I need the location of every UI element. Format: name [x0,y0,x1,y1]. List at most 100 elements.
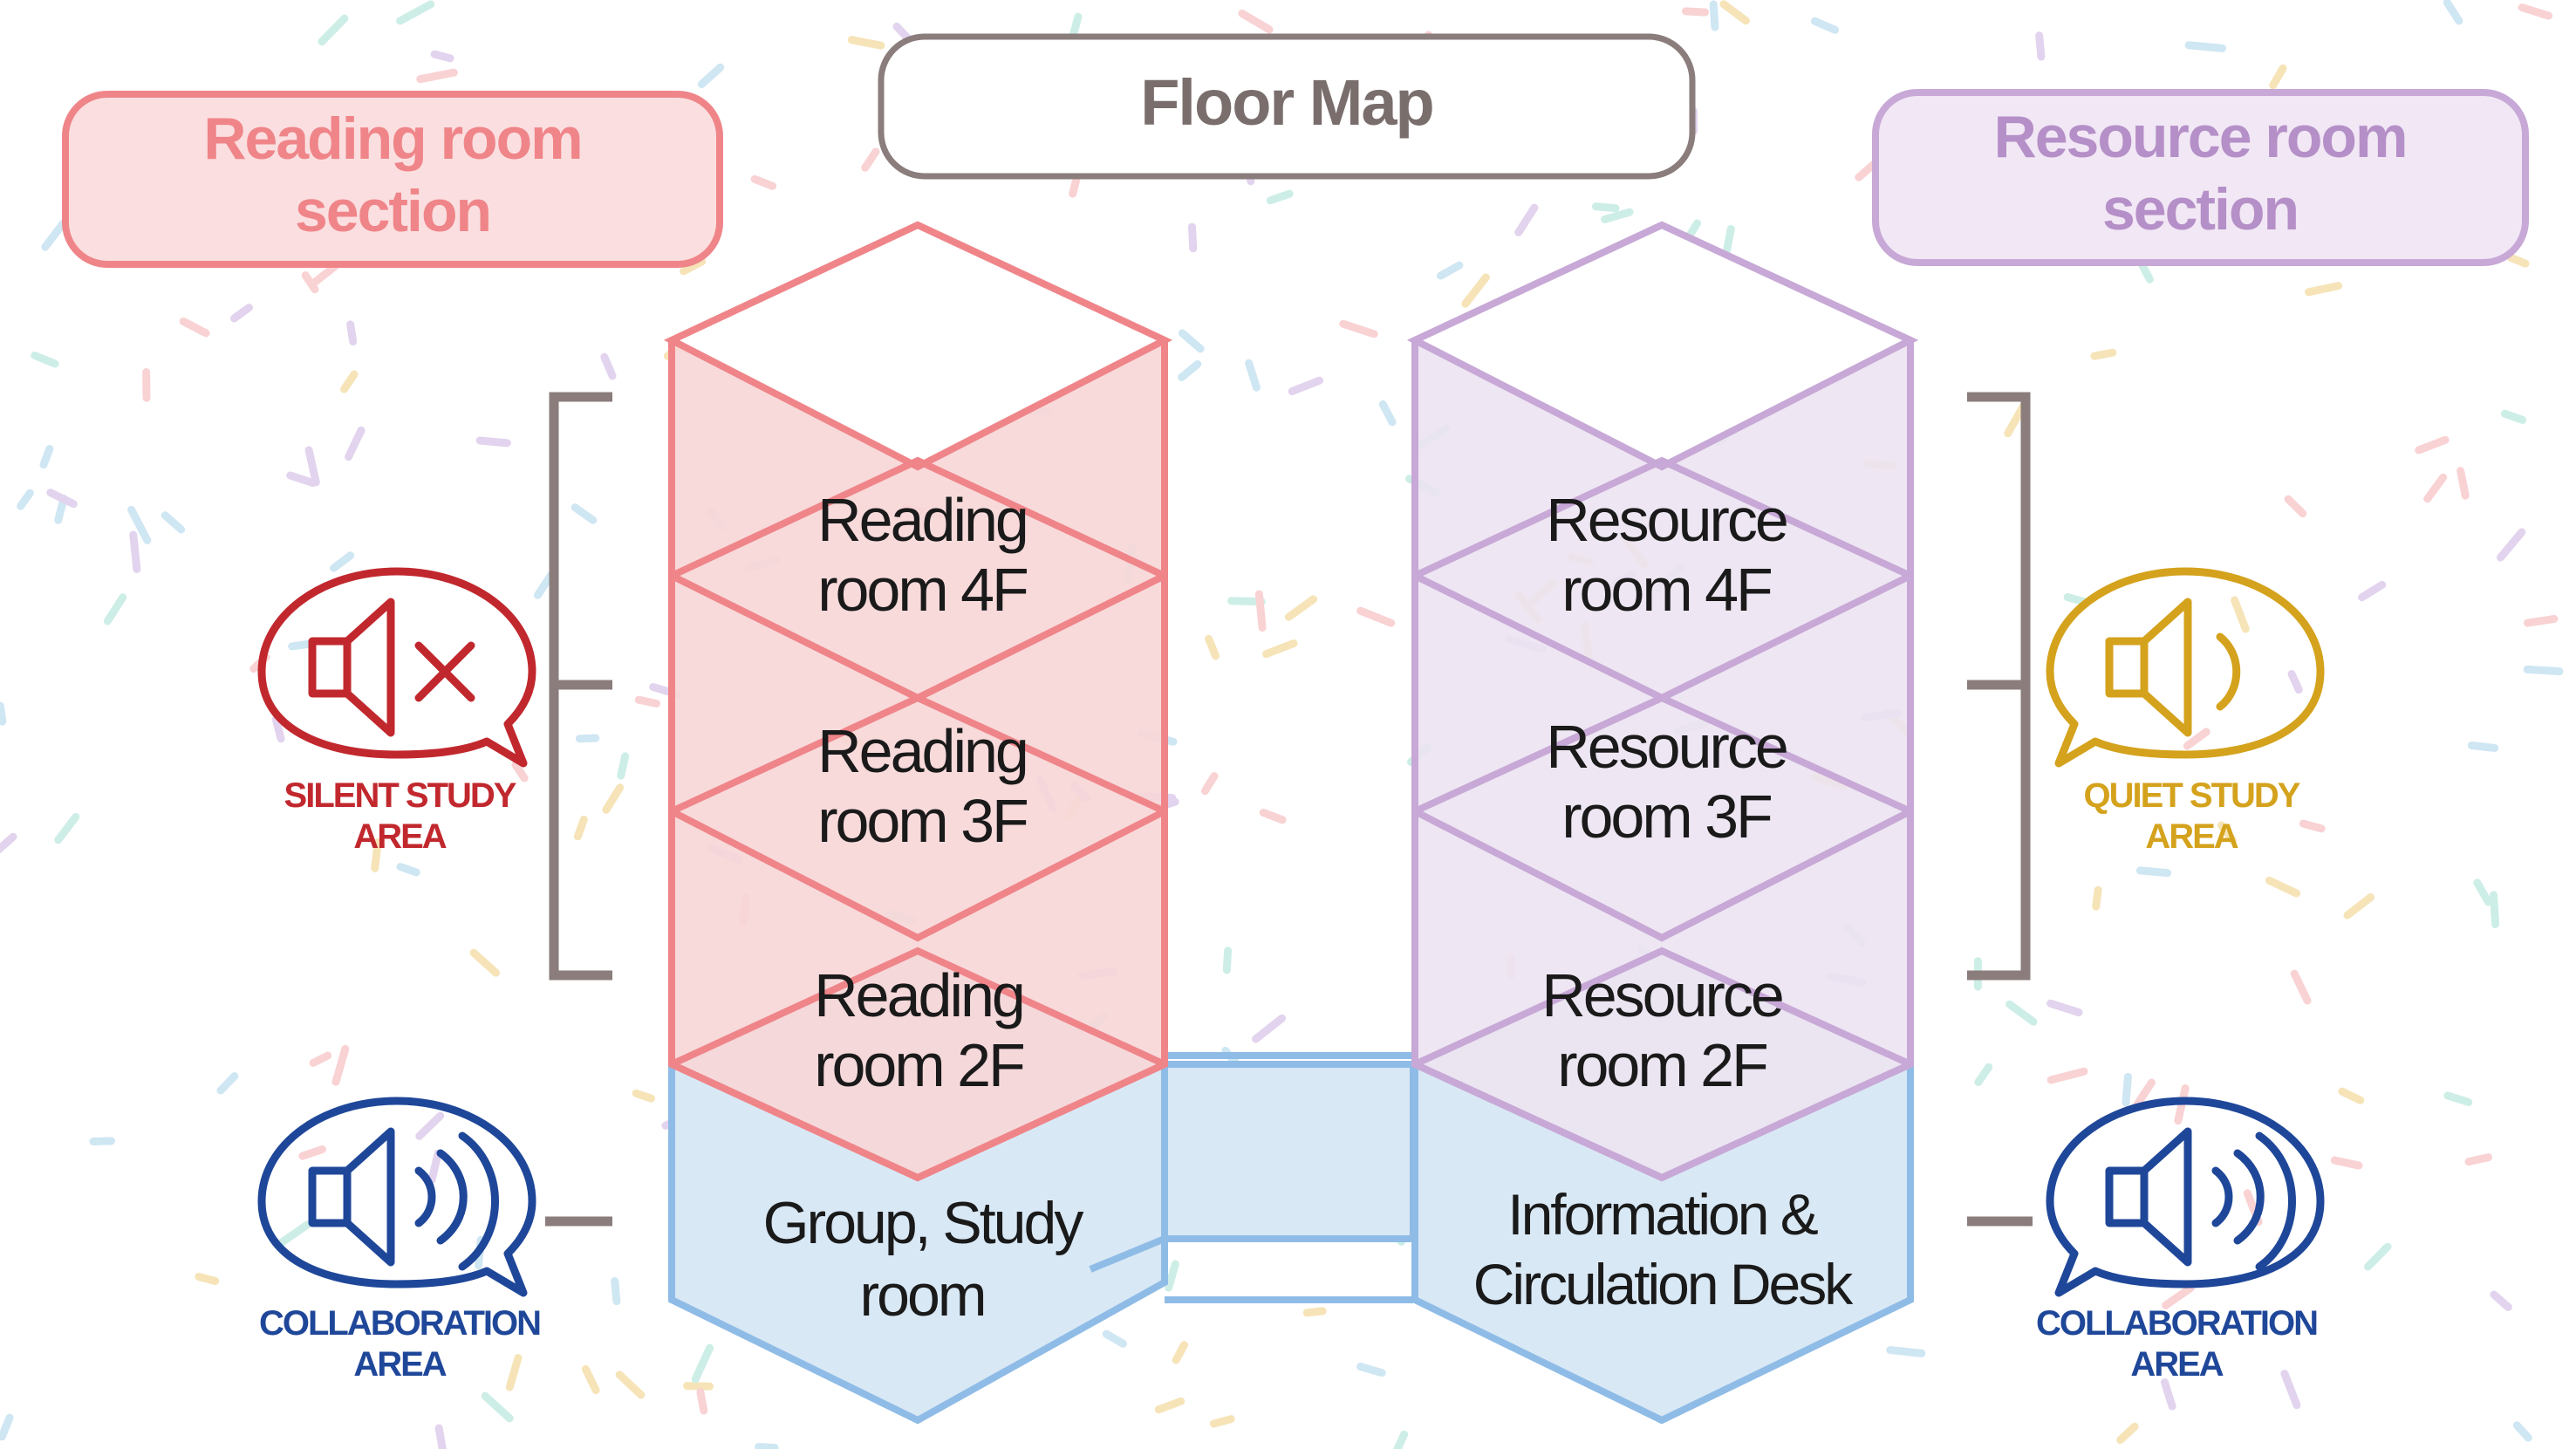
confetti-piece [0,701,7,726]
confetti-piece [2265,876,2301,898]
confetti-piece [2132,1078,2156,1110]
confetti-piece [41,220,67,251]
speaker-loud-icon [2046,1097,2325,1297]
mute-speaker-icon [257,567,536,768]
resource-room-2f-line1: Resource [1541,961,1782,1029]
collab-right-line1: COLLABORATION [2036,1304,2317,1343]
resource-section-pill: Resource room section [1872,89,2529,266]
confetti-piece [216,1072,239,1095]
confetti-piece [1172,1341,1189,1364]
confetti-piece [611,1277,621,1306]
silent-area-line2: AREA [353,817,446,856]
resource-section-line2: section [2102,176,2298,243]
info-desk-line1: Information & [1507,1182,1817,1247]
reading-roof [663,221,1173,471]
resource-tower [1406,221,1919,1182]
confetti-piece [1200,772,1219,796]
group-study-room-line1: Group, Study [763,1190,1084,1256]
confetti-piece [632,1089,656,1103]
confetti-piece [309,1051,332,1067]
confetti-piece [371,837,382,872]
confetti-piece [2284,495,2307,518]
confetti-piece [2523,665,2564,676]
confetti-piece [2122,1072,2132,1107]
confetti-piece [288,639,316,651]
confetti-piece [2116,1422,2139,1445]
collab-right-line2: AREA [2130,1345,2223,1384]
confetti-piece [103,593,127,625]
confetti-piece [615,1370,646,1399]
confetti-piece [602,783,625,814]
confetti-piece [2046,999,2083,1017]
confetti-piece [2280,1370,2301,1410]
speaker-low-icon [2046,567,2325,768]
confetti-piece [54,812,80,844]
confetti-piece [161,511,186,534]
confetti-piece [1601,208,1634,223]
confetti-piece [755,1443,779,1449]
confetti-piece [2160,1377,2176,1411]
confetti-piece [1245,359,1261,392]
confetti-piece [696,1388,708,1415]
resource-room-3f-line2: room 3F [1561,783,1771,851]
confetti-piece [1259,808,1287,824]
confetti-piece [1974,1063,1993,1086]
resource-roof [1406,221,1919,471]
confetti-piece [1165,1260,1179,1292]
confetti-piece [2269,64,2287,90]
confetti-piece [1436,261,1464,280]
confetti-piece [1356,606,1396,627]
confetti-piece [2046,1067,2088,1084]
confetti-piece [2343,893,2375,919]
reading-tower [663,221,1173,1182]
confetti-piece [847,36,885,50]
confetti-piece [2490,1290,2512,1311]
title-pill: Floor Map [878,33,1696,180]
speaker-loud-icon [257,1097,536,1297]
confetti-piece [298,1145,326,1160]
confetti-piece [427,1149,442,1184]
confetti-piece [2183,728,2210,750]
confetti-piece [127,505,152,544]
confetti-piece [1339,319,1378,338]
confetti-piece [1356,1363,1386,1377]
confetti-piece [430,50,454,63]
confetti-piece [680,257,707,276]
confetti-piece [2464,1153,2493,1166]
confetti-piece [1154,1397,1186,1414]
reading-section-line2: section [295,178,490,244]
confetti-piece [1514,203,1539,236]
confetti-piece [2305,282,2343,297]
confetti-piece [2443,1091,2473,1106]
confetti-piece [861,147,880,172]
ground-connector [1161,1061,1417,1242]
confetti-piece [2518,3,2553,20]
reading-room-2f-line1: Reading [814,961,1023,1029]
confetti-piece [575,734,600,743]
confetti-piece [1722,224,1735,258]
reading-room-3f-line1: Reading [817,717,1027,785]
confetti-piece [346,320,358,346]
confetti-piece [1102,1329,1127,1348]
confetti-piece [511,761,529,783]
confetti-piece [697,63,725,89]
confetti-piece [1393,1430,1409,1449]
confetti-piece [1810,17,1840,34]
confetti-piece [2290,969,2312,1005]
confetti-piece [691,1343,714,1384]
confetti-piece [46,489,78,509]
confetti-piece [0,832,17,854]
confetti-piece [2217,821,2237,844]
confetti-piece [129,530,141,574]
quiet-area-line1: QUIET STUDY [2084,776,2301,815]
confetti-piece [1254,590,1267,632]
confetti-piece [2423,473,2448,503]
confetti-piece [0,1413,14,1441]
confetti-piece [2092,885,2102,911]
confetti-piece [1886,1346,1926,1357]
reading-room-4f-line2: room 4F [817,556,1027,624]
confetti-piece [469,948,501,977]
confetti-piece [683,1382,714,1391]
confetti-piece [2363,1242,2392,1271]
